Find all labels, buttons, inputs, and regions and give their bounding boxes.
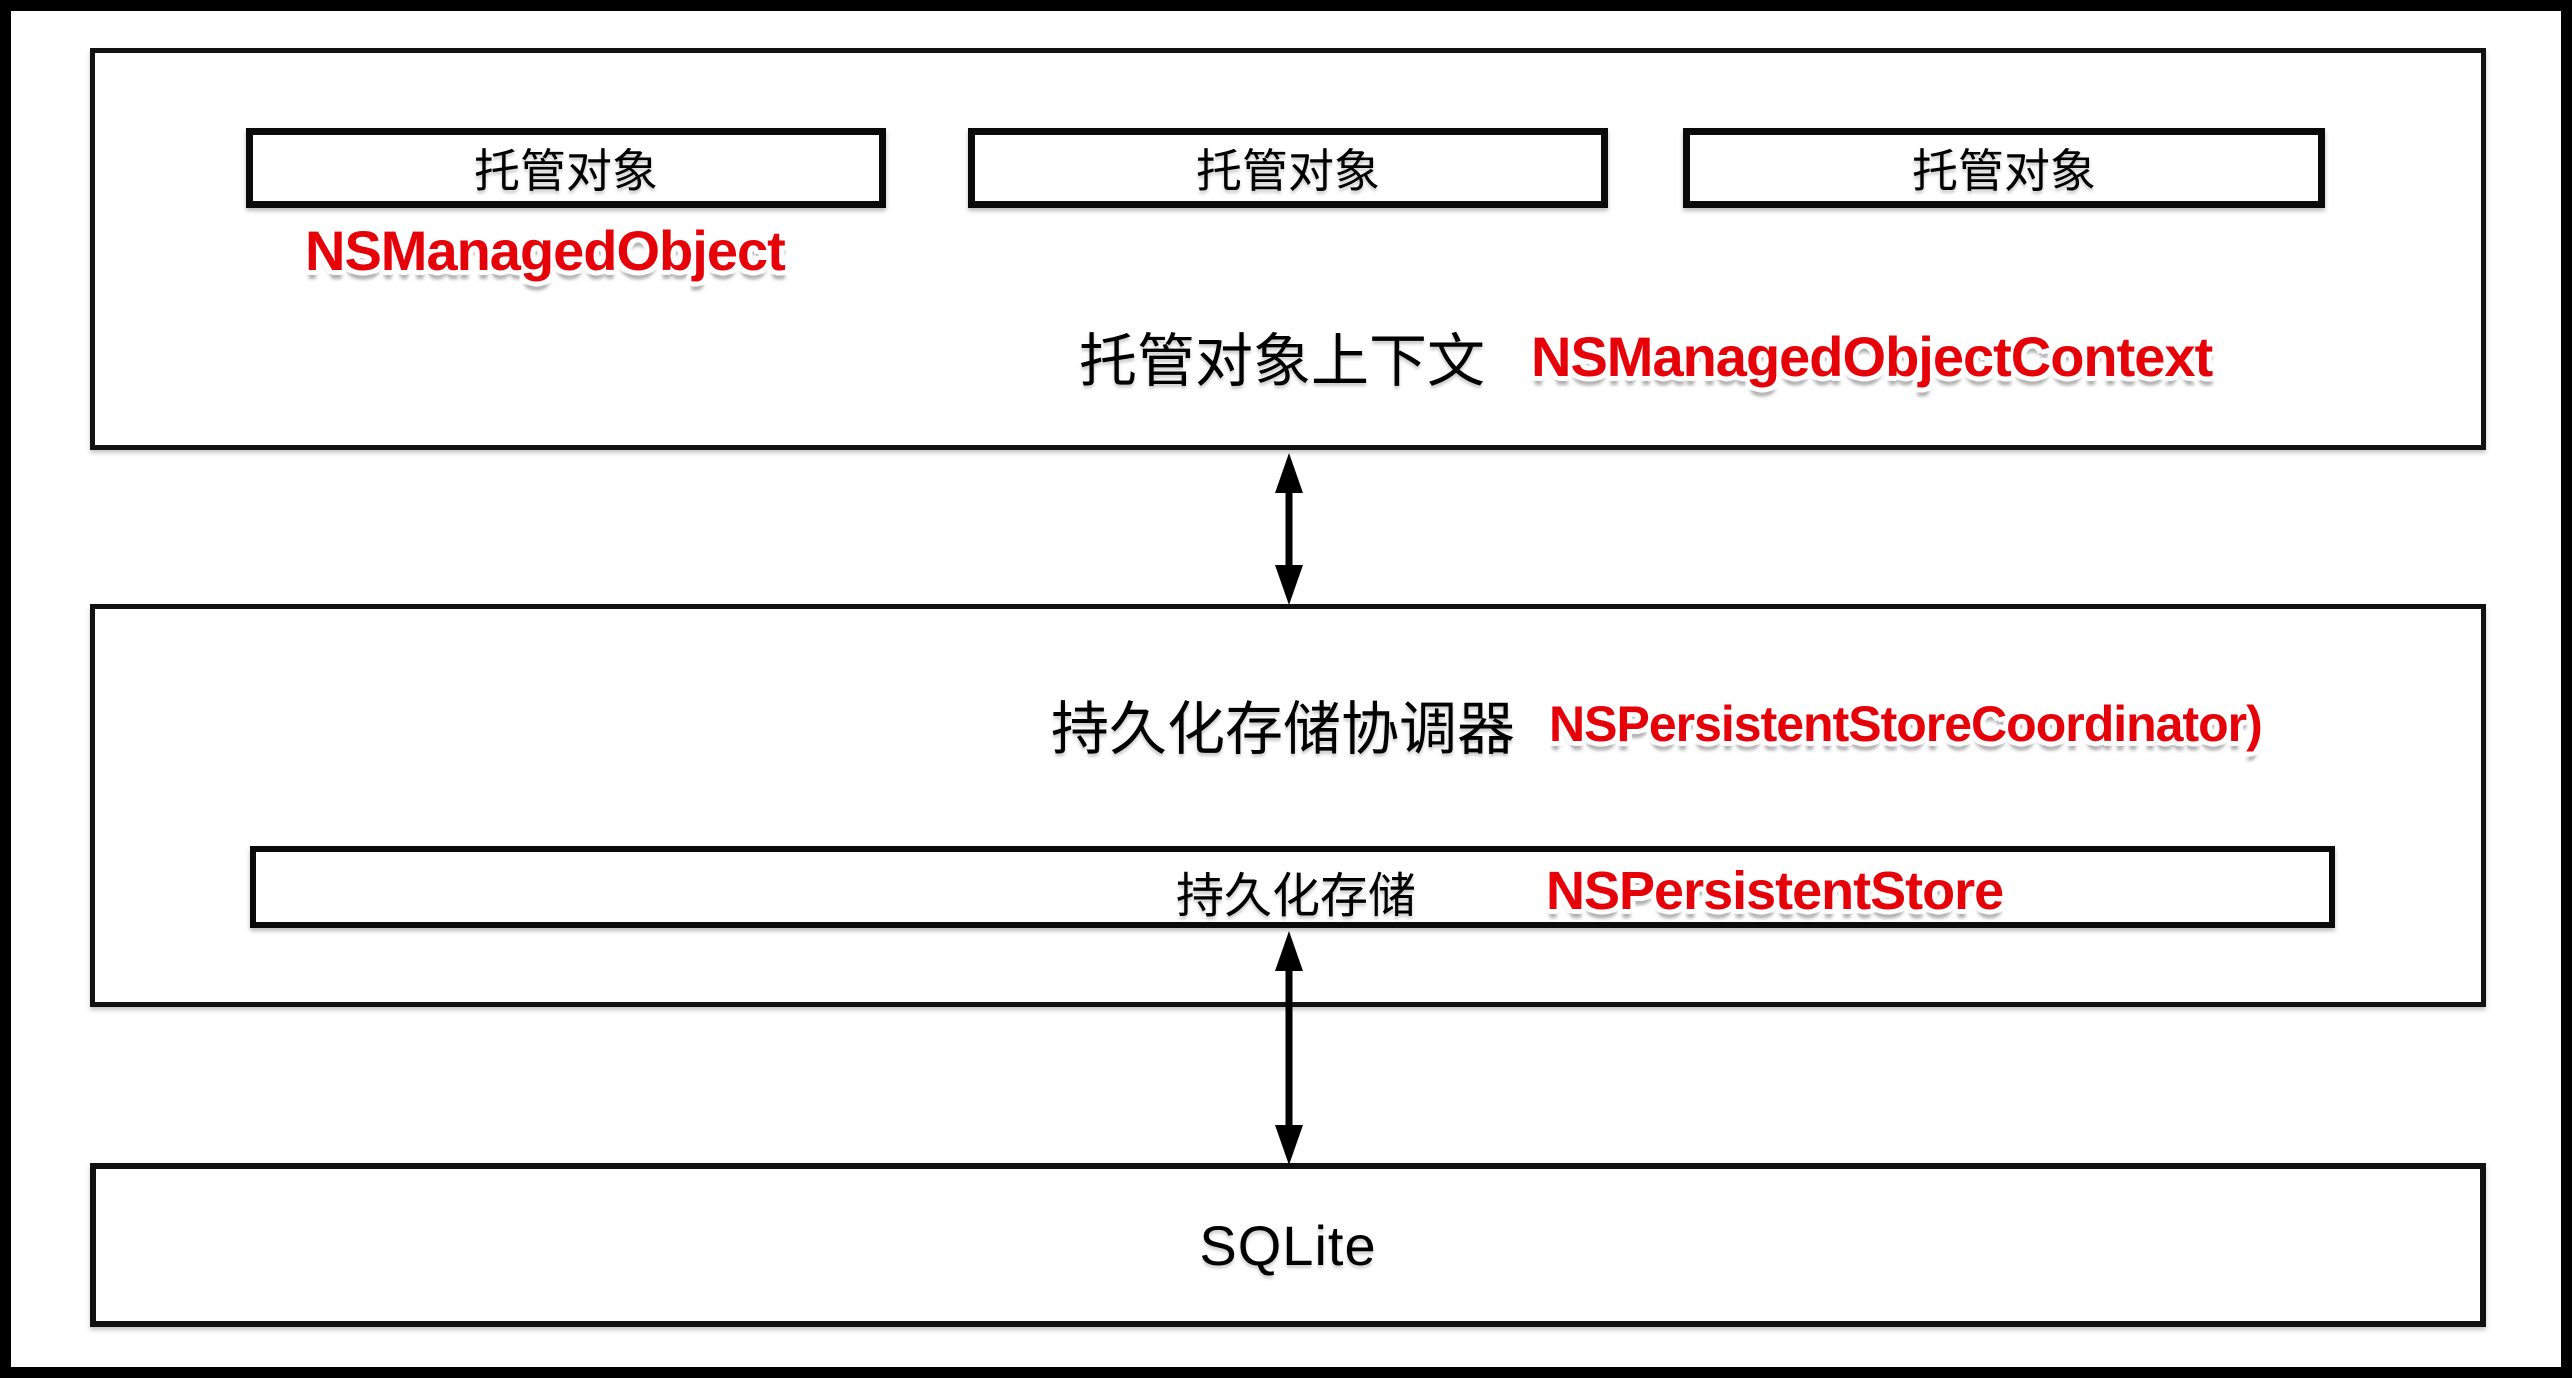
sqlite-box: [90, 1163, 2486, 1327]
persistent-store-label: 持久化存储: [1176, 870, 1417, 923]
context-label: 托管对象上下文: [1079, 329, 1486, 394]
coordinator-label: 持久化存储协调器: [1051, 697, 1516, 762]
nsmanagedobjectcontext-annotation: NSManagedObjectContext: [1531, 324, 2213, 388]
persistent-store-box: [250, 846, 2335, 928]
context-label-row: 托管对象上下文 NSManagedObjectContext: [1079, 314, 2213, 398]
sqlite-label: SQLite: [1199, 1213, 1377, 1277]
managed-object-box: 托管对象: [1683, 128, 2325, 208]
managed-object-context-container: [90, 48, 2486, 450]
managed-object-box: 托管对象: [246, 128, 886, 208]
managed-object-box-label: 托管对象: [474, 145, 658, 197]
nsmanagedobject-annotation: NSManagedObject: [305, 219, 786, 282]
managed-object-box-label: 托管对象: [1196, 145, 1380, 197]
managed-object-box-label: 托管对象: [1912, 145, 2096, 197]
managed-object-box: 托管对象: [968, 128, 1608, 208]
coordinator-label-row: 持久化存储协调器 NSPersistentStoreCoordinator): [1051, 682, 2263, 766]
store-label-row: 持久化存储 NSPersistentStore: [1176, 856, 2004, 926]
double-arrow-icon: [1275, 453, 1303, 605]
nspersistentstorecoordinator-annotation: NSPersistentStoreCoordinator): [1549, 696, 2263, 752]
nspersistentstore-annotation: NSPersistentStore: [1546, 861, 2004, 921]
sqlite-label-wrap: SQLite: [90, 1163, 2486, 1327]
double-arrow-icon: [1275, 931, 1303, 1165]
